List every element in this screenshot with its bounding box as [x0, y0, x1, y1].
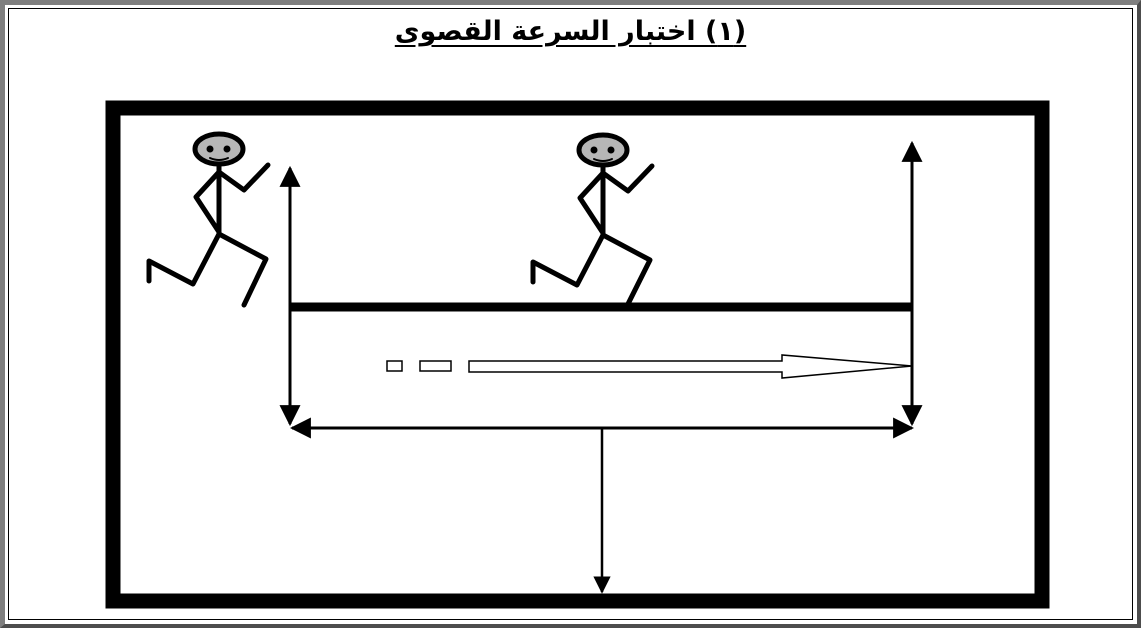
diagram-title: (١) اختبار السرعة القصوى — [394, 16, 747, 47]
running-stick-figure-icon — [530, 132, 655, 307]
dash-mark — [386, 360, 403, 372]
hollow-right-arrow-icon — [468, 354, 913, 379]
dash-mark — [419, 360, 452, 372]
test-area-border — [105, 100, 1050, 609]
frame-inner-edge — [8, 8, 1133, 620]
running-stick-figure-icon — [146, 131, 271, 308]
